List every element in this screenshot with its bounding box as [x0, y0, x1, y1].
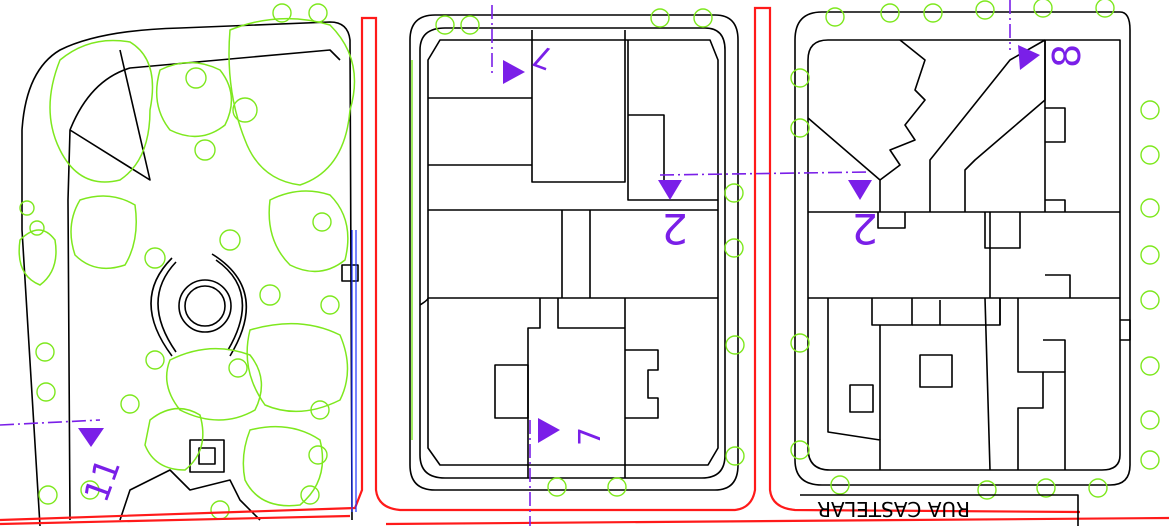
right-block	[794, 11, 1131, 486]
park-outline	[21, 21, 353, 526]
section-arrows	[78, 45, 1040, 447]
fountain-inner	[184, 285, 226, 327]
section-cut-lines	[0, 0, 1011, 526]
section-label-7-bottom: 7	[573, 427, 608, 446]
section-label-11: 11	[77, 453, 129, 507]
fountain-arc-right	[211, 253, 248, 357]
section-label-2-middle: 2	[661, 204, 688, 253]
utility-line	[351, 230, 357, 512]
middle-trees	[411, 8, 745, 497]
park-block	[21, 21, 359, 526]
street-name: RUA CASTELAR	[817, 497, 970, 521]
section-label-8: 8	[1045, 44, 1089, 68]
street-label-frame	[800, 494, 1079, 526]
park-trees	[19, 3, 340, 520]
fountain-arc-left	[150, 257, 173, 357]
section-label-2-right: 2	[851, 204, 878, 253]
utility-box	[341, 264, 359, 282]
kiosk	[189, 439, 225, 473]
right-block-curb	[794, 11, 1131, 486]
property-lines	[0, 6, 1169, 526]
right-trees	[790, 0, 1160, 500]
